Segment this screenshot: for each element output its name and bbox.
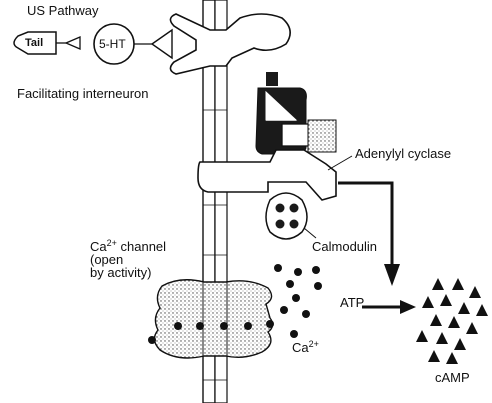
calmodulin-label: Calmodulin (312, 239, 378, 254)
calcium-ion-label-base: Ca (292, 340, 309, 355)
g-protein-complex (255, 72, 337, 170)
us-pathway-label: US Pathway (27, 3, 99, 18)
atp-to-camp-arrow (362, 300, 416, 314)
adenylyl-cyclase-enzyme (197, 149, 337, 201)
cyclase-to-atp-arrow (338, 181, 400, 286)
adenylyl-cyclase-label: Adenylyl cyclase (355, 146, 452, 161)
calcium-ion-label: Ca2+ (292, 338, 319, 354)
camp-molecules (416, 278, 488, 364)
calcium-channel-label-rest: channel (116, 239, 167, 254)
calmodulin-protein (265, 192, 317, 240)
calcium-channel-label-base: Ca (90, 239, 107, 254)
calcium-ion-label-sup: 2+ (308, 339, 319, 349)
calcium-channel-label: Ca2+ channel (open by activity) (90, 237, 170, 279)
facilitating-interneuron-label: Facilitating interneuron (17, 86, 149, 101)
calcium-ions-in-channel (148, 320, 274, 344)
calcium-channel (153, 279, 274, 359)
serotonin-receptor (169, 13, 291, 75)
tail-label: Tail (25, 37, 44, 49)
calcium-channel-label-line2: (open (90, 252, 124, 267)
adenylyl-cyclase-pointer (327, 155, 353, 171)
calcium-channel-label-line3: by activity) (90, 265, 152, 280)
5ht-to-terminal-link (134, 28, 173, 60)
atp-label: ATP (340, 295, 365, 310)
serotonin-label: 5-HT (99, 37, 126, 51)
tail-to-5ht-link (56, 36, 81, 50)
free-calcium-ions (274, 264, 322, 338)
camp-label: cAMP (435, 370, 470, 385)
calcium-channel-label-sup: 2+ (106, 238, 117, 248)
